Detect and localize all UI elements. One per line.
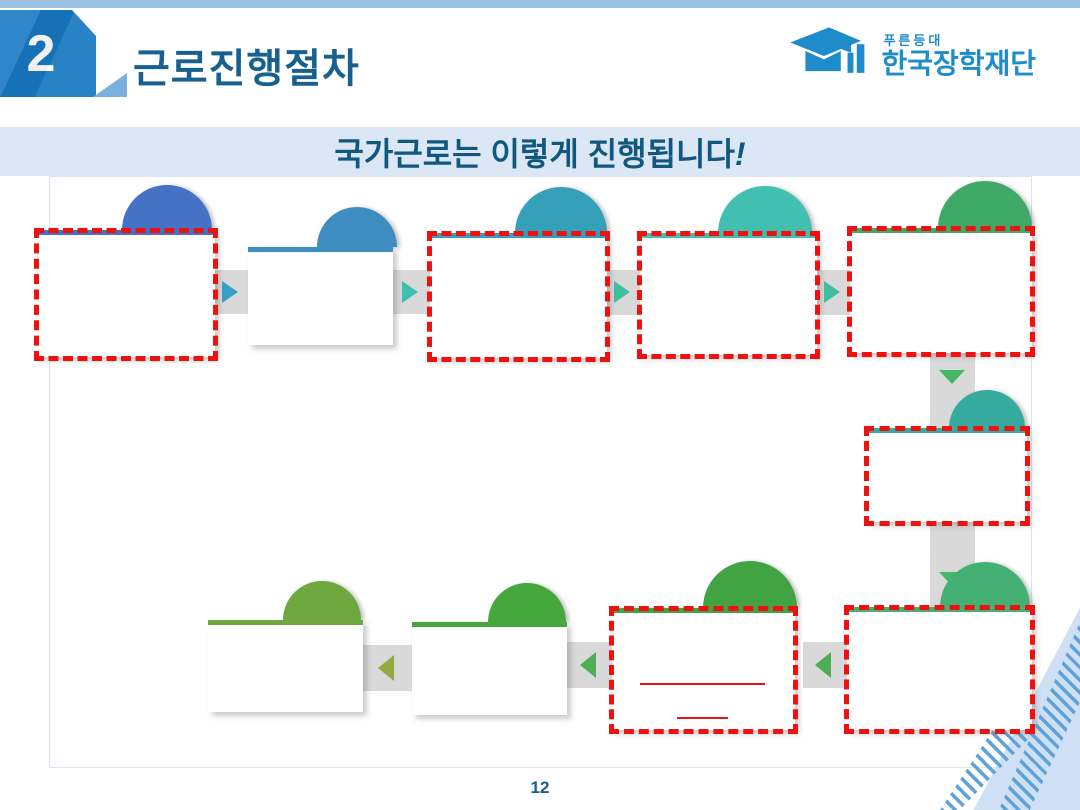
redaction-box-4 [637,231,820,359]
logo-tagline: 푸른등대 [883,33,944,48]
arrow-right-icon [614,281,630,303]
flow-connector-right-2 [393,270,430,314]
slide-title: 근로진행절차 [133,47,360,91]
step-topline [248,247,393,252]
flow-step-7 [844,562,1035,734]
arrow-right-icon [402,281,418,303]
redacted-underline-short [677,717,728,719]
redaction-box-3 [427,231,610,362]
arrow-down-icon [939,370,965,384]
subtitle-main: 국가근로는 이렇게 진행됩니다 [334,135,735,172]
flow-step-2 [248,207,397,345]
arrow-right-icon [222,281,238,303]
section-number-badge: 2 [0,10,96,97]
flow-connector-right-4 [817,270,850,315]
top-accent-bar [0,0,1080,8]
flow-step-10 [208,581,363,712]
arrow-left-icon [580,652,596,678]
logo-text: 푸른등대 한국장학재단 [881,34,1036,78]
redacted-underline-long [640,683,765,685]
redaction-box-5 [847,226,1035,357]
flow-step-6 [864,390,1030,526]
section-number: 2 [26,24,56,83]
page-number: 12 [530,778,550,797]
flow-step-8 [609,561,798,734]
logo-org-name: 한국장학재단 [881,48,1036,79]
flow-connector-left-3 [363,645,412,691]
step-topline [208,620,363,625]
subtitle-text: 국가근로는 이렇게 진행됩니다! [334,129,745,175]
flow-connector-right-3 [607,270,640,315]
flow-connector-left-2 [567,642,612,688]
redaction-box-6 [864,426,1030,526]
badge-corner-triangle [93,73,127,97]
subtitle-exclaim: ! [734,135,746,172]
flow-step-9 [412,583,567,715]
step-topline [412,622,567,627]
redaction-box-1 [34,228,218,361]
arrow-left-icon [815,652,831,678]
redaction-box-8 [609,606,798,734]
flow-step-5 [847,181,1035,357]
flow-step-4 [637,186,820,359]
subtitle-banner: 국가근로는 이렇게 진행됩니다! [0,127,1080,176]
flow-step-1 [34,185,218,361]
arrow-left-icon [378,655,394,681]
graduation-cap-icon [790,27,865,73]
flow-step-3 [427,187,610,362]
flow-connector-right-1 [215,270,248,314]
flow-connector-left-1 [803,642,847,688]
arrow-right-icon [824,281,840,303]
redaction-box-7 [844,605,1035,734]
org-logo: 푸른등대 한국장학재단 [785,24,1036,88]
